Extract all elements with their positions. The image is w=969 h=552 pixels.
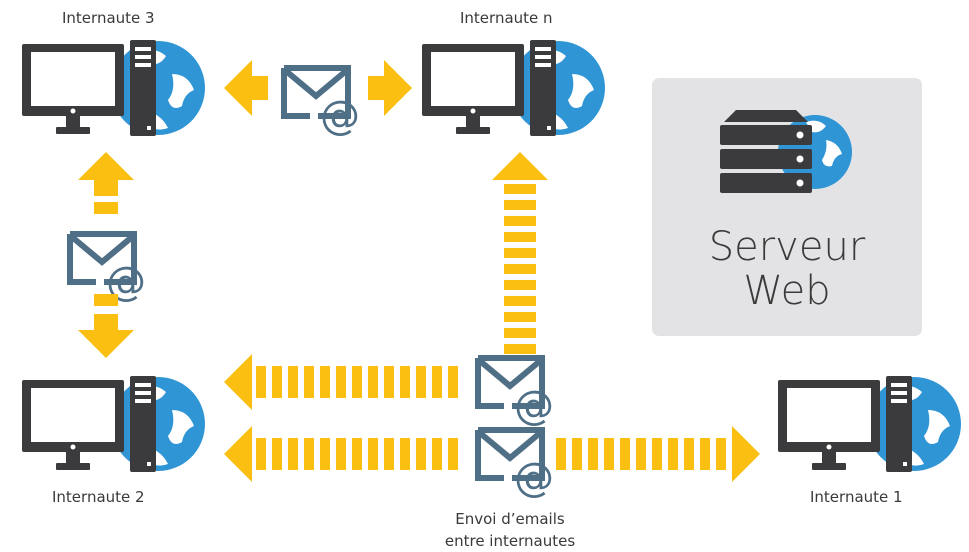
server-title-line2: Web: [743, 268, 831, 314]
label-internaute-n: Internaute n: [460, 9, 553, 27]
arrow-bottom-right: [556, 426, 760, 482]
server-title-line1: Serveur: [708, 224, 866, 270]
computer-internaute3: [22, 40, 205, 136]
arrow-top-right: [368, 60, 412, 116]
caption-line1: Envoi d’emails: [455, 510, 565, 528]
email-icon-bottom: [478, 430, 554, 501]
email-icon-top: [284, 68, 360, 139]
arrow-left-down: [78, 294, 134, 358]
email-icon-middle: [478, 358, 554, 429]
server-icon: [720, 110, 852, 193]
computer-internaute1: [778, 376, 961, 472]
arrow-middle-left: [224, 354, 458, 410]
arrow-left-up: [78, 152, 134, 214]
caption: Envoi d’emails entre internautes: [400, 508, 620, 552]
label-internaute1: Internaute 1: [810, 488, 903, 506]
caption-line2: entre internautes: [444, 532, 576, 550]
label-internaute3: Internaute 3: [62, 9, 155, 27]
label-internaute2: Internaute 2: [52, 488, 145, 506]
arrow-top-left: [224, 60, 268, 116]
arrow-center-up: [492, 152, 548, 354]
computer-internaute2: [22, 376, 205, 472]
computer-internaute-n: [422, 40, 605, 136]
arrow-bottom-left: [224, 426, 458, 482]
